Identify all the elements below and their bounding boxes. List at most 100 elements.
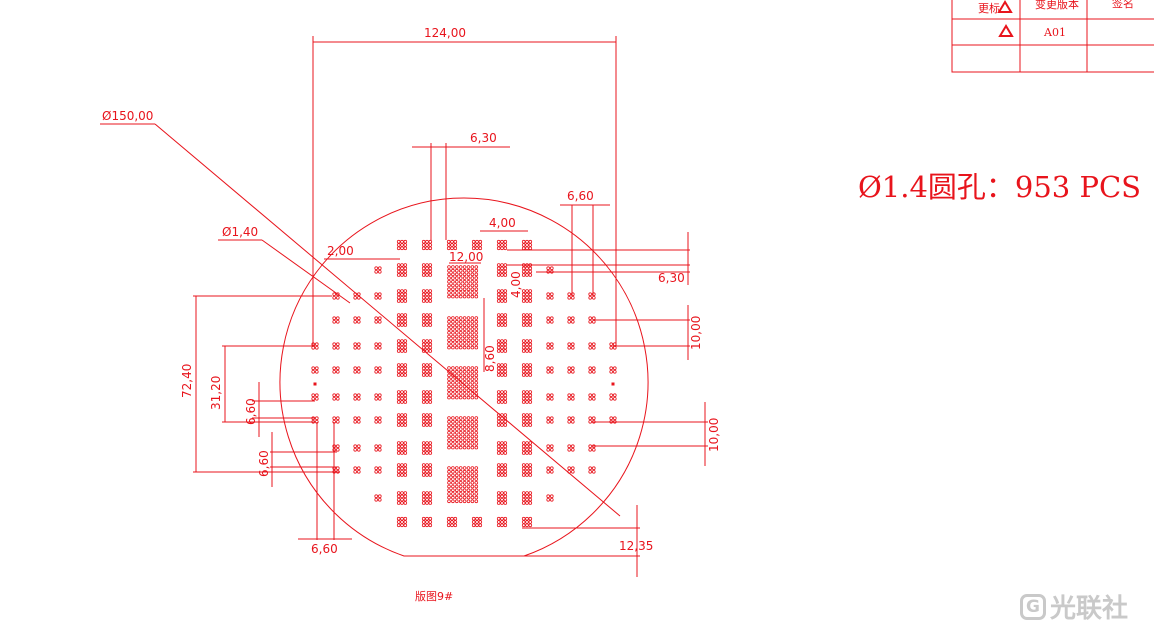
hole (403, 396, 408, 401)
hole (403, 516, 408, 521)
hole (528, 292, 533, 297)
hole (458, 338, 463, 343)
hole (425, 393, 429, 398)
hole (458, 323, 463, 328)
hole (458, 416, 463, 420)
hole (447, 283, 451, 288)
hole (425, 516, 429, 521)
dim-block-width: 12,00 (449, 250, 483, 264)
hole (474, 279, 479, 284)
hole (425, 473, 429, 477)
hole (474, 395, 479, 400)
hole (458, 283, 463, 288)
hole (470, 330, 475, 335)
hole (332, 393, 337, 398)
hole (528, 289, 533, 293)
hole (454, 287, 459, 292)
hole (403, 497, 408, 502)
hole (454, 480, 459, 485)
hole (567, 416, 571, 421)
hole (447, 492, 451, 496)
dim-left-small-a: 6,60 (244, 398, 258, 425)
hole (525, 501, 529, 505)
hole (428, 263, 433, 267)
hole (521, 316, 526, 321)
hole (470, 366, 475, 370)
hole (374, 342, 379, 347)
hole (503, 523, 508, 528)
hole (454, 466, 459, 470)
hole (549, 345, 554, 350)
hole (471, 523, 476, 528)
hole (458, 330, 463, 335)
hole (500, 246, 504, 251)
hole (521, 441, 526, 445)
hole (588, 469, 592, 474)
hole (458, 427, 463, 431)
hole (458, 480, 463, 485)
hole (447, 473, 451, 478)
hole (525, 494, 529, 499)
hole (549, 419, 554, 424)
hole (528, 419, 533, 424)
hole (567, 396, 571, 401)
hole (470, 495, 475, 500)
hole (332, 295, 337, 300)
hole (466, 484, 471, 489)
hole (396, 423, 401, 427)
hole (400, 494, 404, 499)
hole (570, 419, 575, 424)
hole (496, 497, 501, 502)
hole (525, 313, 529, 317)
dim-right-pitch: 6,30 (658, 271, 685, 285)
hole (377, 269, 382, 274)
hole (458, 369, 463, 374)
hole (470, 445, 475, 450)
hole (462, 477, 467, 481)
hole (521, 349, 526, 353)
hole (374, 266, 379, 271)
hole (400, 243, 404, 247)
hole (462, 488, 467, 493)
hole (474, 373, 479, 378)
hole (528, 441, 533, 445)
hole (521, 339, 526, 343)
hole (453, 523, 458, 528)
hole (374, 366, 379, 371)
hole (591, 345, 596, 350)
hole (400, 289, 404, 293)
hole (496, 396, 501, 401)
hole (462, 323, 467, 328)
hole (396, 413, 401, 417)
hole (470, 373, 475, 378)
hole (454, 434, 459, 439)
hole (335, 316, 340, 321)
hole (428, 299, 433, 303)
hole (403, 373, 408, 377)
hole (503, 501, 508, 505)
table-header-mark: 更标 (978, 1, 1000, 15)
hole (403, 400, 408, 404)
hole (549, 447, 554, 452)
hole (500, 463, 504, 467)
hole (400, 497, 404, 502)
hole (428, 273, 433, 277)
hole (503, 263, 508, 267)
hole (470, 442, 475, 446)
hole (458, 377, 463, 381)
hole (332, 345, 337, 350)
hole (591, 416, 596, 421)
hole (500, 423, 504, 427)
hole (425, 243, 429, 247)
hole (503, 243, 508, 247)
dim-right-gap-top: 6,60 (567, 189, 594, 203)
hole (450, 523, 454, 528)
hole (400, 451, 404, 455)
hole (454, 373, 459, 378)
hole (503, 469, 508, 474)
hole (549, 366, 554, 371)
hole (549, 316, 554, 321)
hole (471, 243, 476, 247)
hole (549, 292, 554, 297)
